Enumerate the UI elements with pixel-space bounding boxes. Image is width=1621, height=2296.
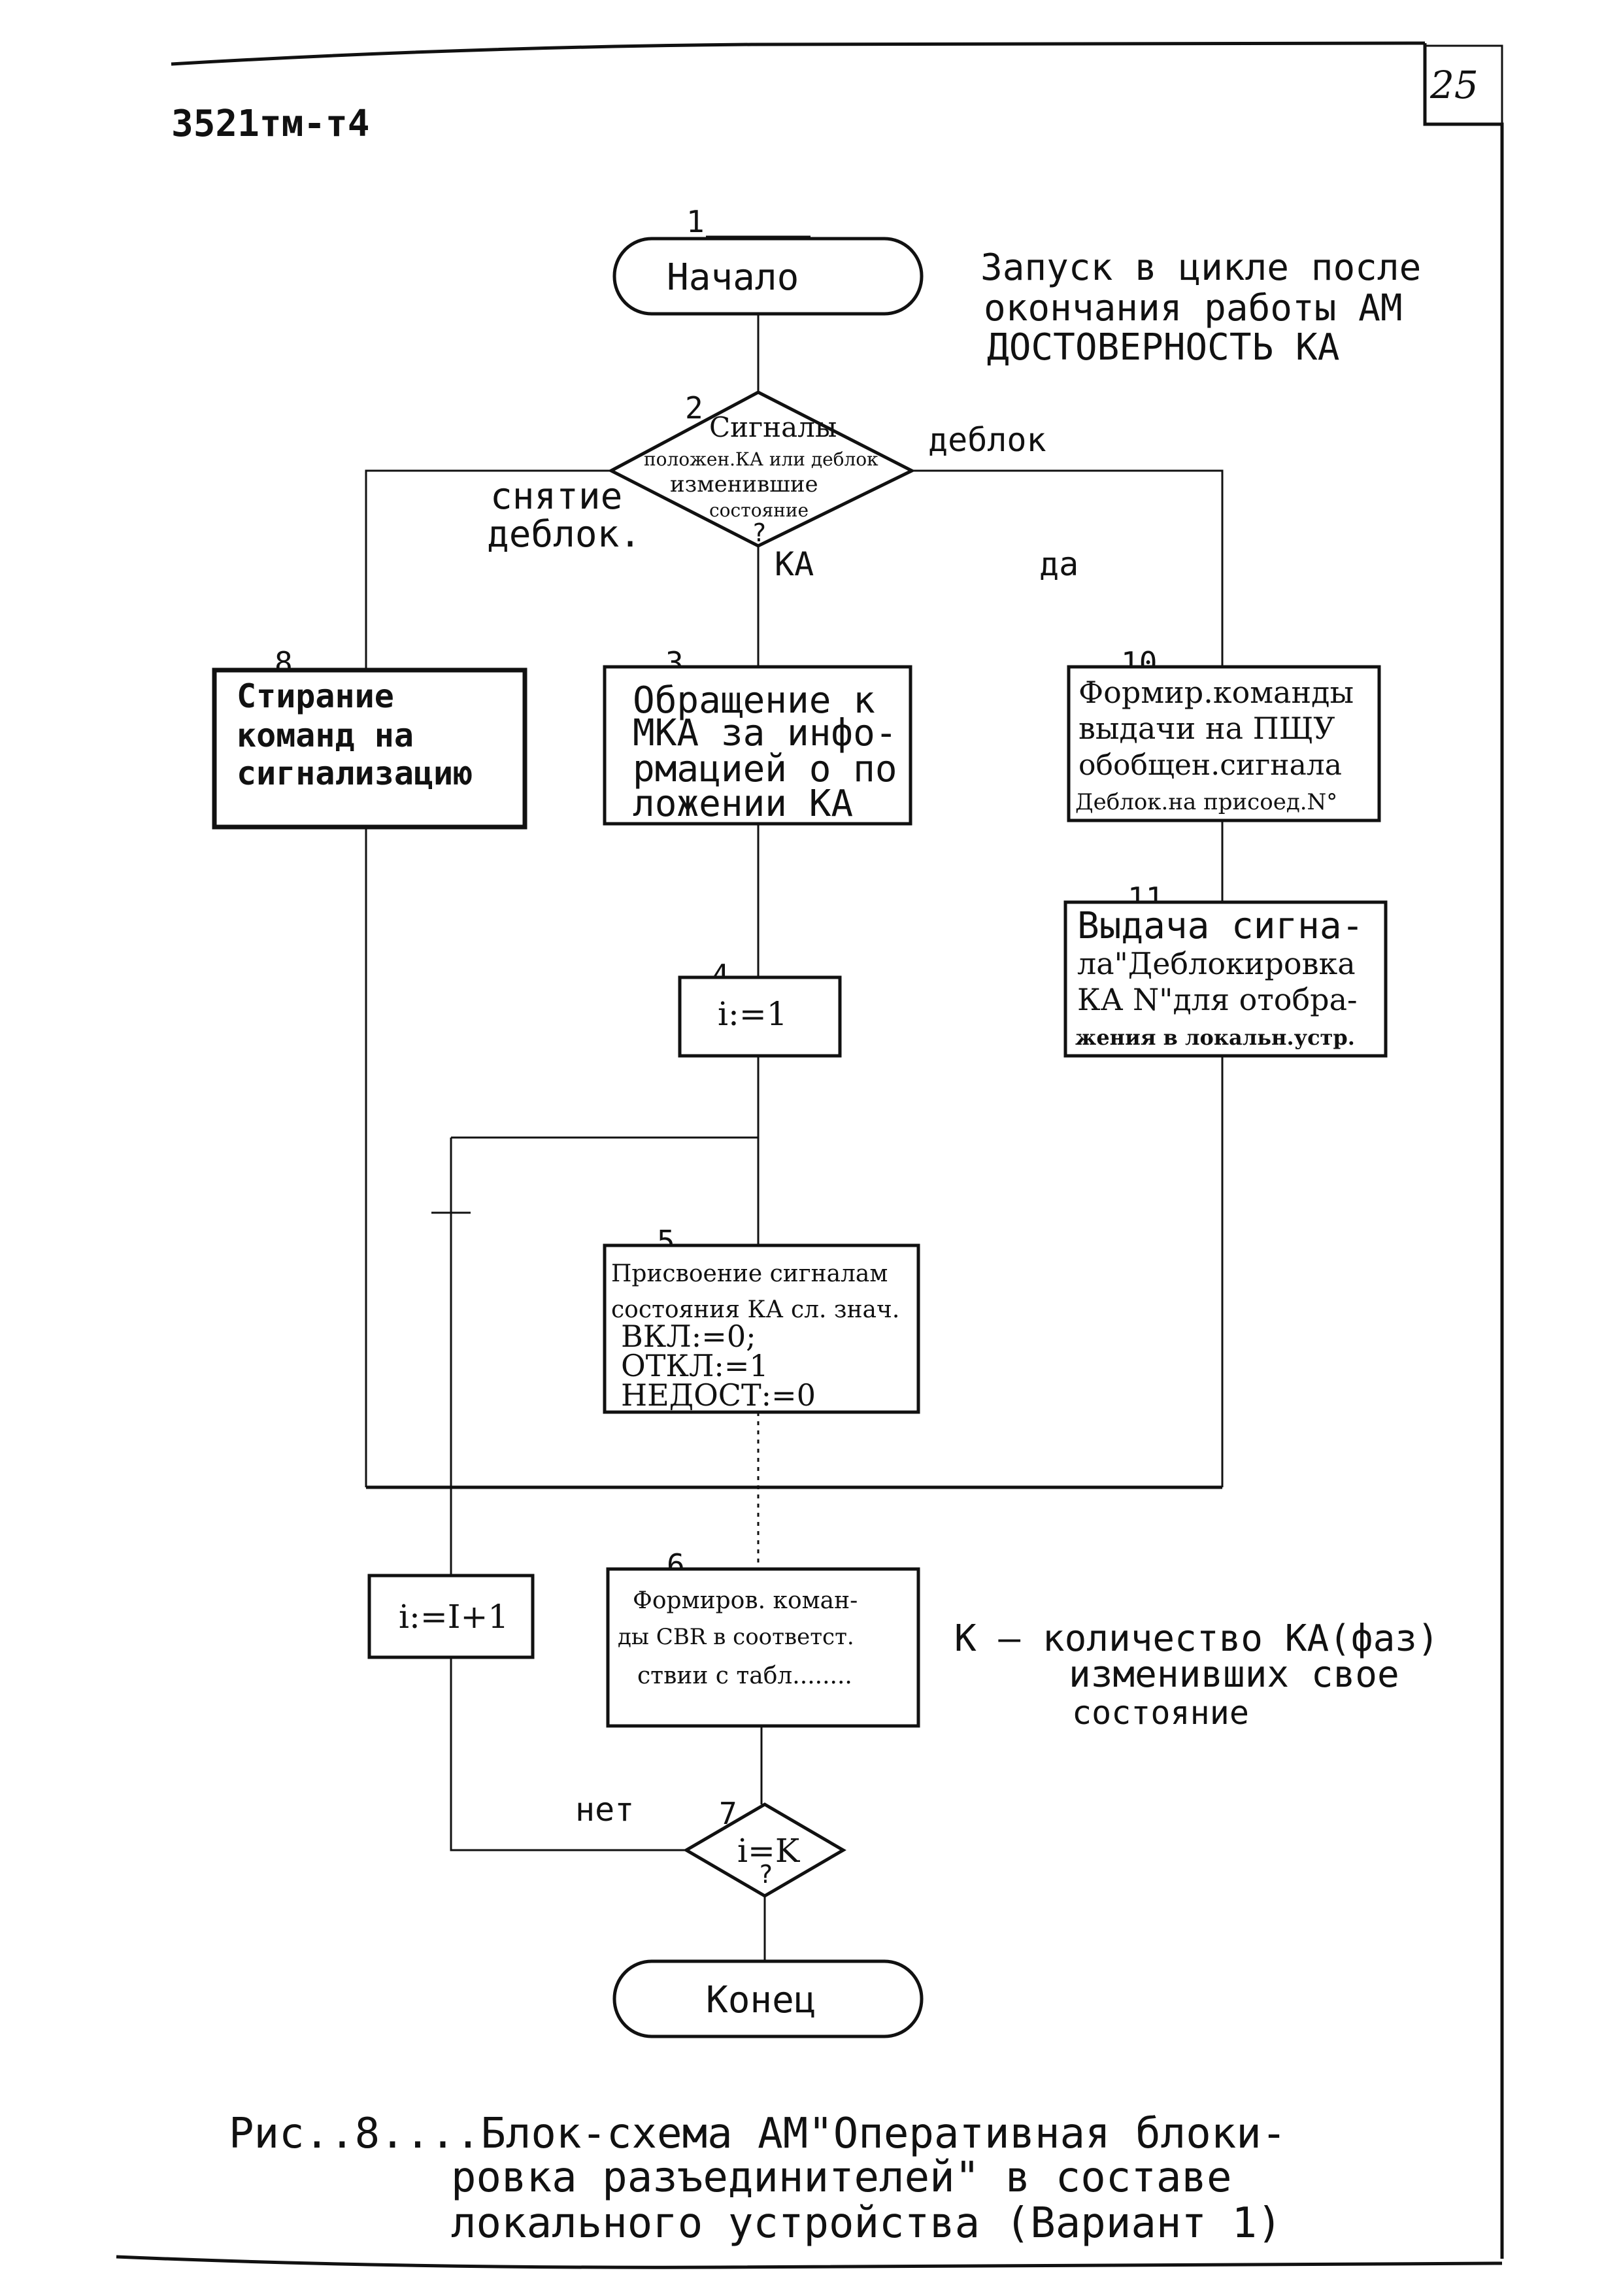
note-k-line: состояние — [1072, 1694, 1249, 1732]
block-line: i:=I+1 — [399, 1598, 509, 1636]
block-line: КА N"для отобра- — [1077, 982, 1358, 1017]
doc-code: 3521тм-т4 — [171, 103, 369, 145]
branch-label-ka: КА — [775, 545, 814, 583]
block-line: Обращение к — [633, 679, 875, 722]
block-line: i:=1 — [718, 995, 788, 1033]
block-line: ствии с табл........ — [637, 1663, 852, 1689]
caption-line: локального устройства (Вариант 1) — [451, 2199, 1282, 2248]
decision-line: состояние — [709, 499, 809, 521]
block-line: Присвоение сигналам — [611, 1260, 888, 1287]
branch-label-clear: деблок. — [487, 513, 641, 556]
block-line: выдачи на ПЩУ — [1078, 711, 1335, 746]
note-k-line: изменивших свое — [1069, 1653, 1399, 1696]
block-end: Конец — [612, 1959, 924, 2038]
note-launch: Запуск в цикле после окончания работы АМ… — [980, 246, 1421, 369]
decision-line: положен.КА или деблок — [644, 448, 878, 470]
block-line: ВКЛ:=0; — [621, 1319, 756, 1354]
block-init-counter: 4 i:=1 — [678, 958, 842, 1058]
decision-line: Сигналы — [709, 411, 837, 443]
block-line: Формир.команды — [1078, 675, 1354, 710]
note-k-line: К – количество КА(фаз) — [954, 1617, 1439, 1660]
block-line: Стирание — [237, 677, 394, 715]
block-line: ла"Деблокировка — [1077, 946, 1356, 981]
block-number: 1 — [686, 204, 705, 239]
branch-label-deblock: деблок — [928, 421, 1046, 459]
block-erase-commands: 8 Стирание команд на сигнализацию — [212, 645, 527, 830]
block-line: ложении КА — [633, 783, 853, 825]
end-label: Конец — [706, 1979, 816, 2021]
block-line: Деблок.на присоед.N° — [1075, 789, 1337, 815]
branch-label-clear: снятие — [490, 475, 622, 518]
block-increment-counter: 9 i:=I+1 — [367, 1574, 535, 1659]
note-launch-line: ДОСТОВЕРНОСТЬ КА — [987, 326, 1339, 369]
figure-caption: Рис..8....Блок-схема АМ"Оперативная блок… — [229, 2110, 1286, 2248]
caption-line: Рис..8....Блок-схема АМ"Оперативная блок… — [229, 2110, 1286, 2158]
block-request-mka: 3 Обращение к МКА за инфо- рмацией о по … — [603, 645, 912, 826]
block-line: МКА за инфо- — [633, 712, 897, 754]
note-launch-line: Запуск в цикле после — [980, 246, 1421, 289]
decision-signals-changed: 2 Сигналы положен.КА или деблок изменивш… — [607, 390, 916, 548]
branch-label-no: нет — [575, 1791, 634, 1829]
note-k-definition: К – количество КА(фаз) изменивших свое с… — [954, 1617, 1439, 1732]
block-line: команд на — [237, 717, 414, 754]
decision-line: i=K — [737, 1832, 801, 1870]
page-number: 25 — [1429, 63, 1479, 107]
branch-label-yes: да — [1039, 545, 1078, 583]
block-number: 2 — [685, 390, 703, 426]
block-number: 7 — [719, 1796, 737, 1831]
start-label: Начало — [667, 256, 799, 299]
block-line: НЕДОСТ:=0 — [621, 1377, 816, 1413]
caption-line: ровка разъединителей" в составе — [451, 2153, 1231, 2202]
block-assign-states: 5 Присвоение сигналам состояния КА сл. з… — [603, 1224, 920, 1414]
block-line: сигнализацию — [237, 754, 473, 792]
block-form-svr: 6 Формиров. коман- ды СВR в соответст. с… — [606, 1547, 920, 1728]
block-line: состояния КА сл. знач. — [611, 1296, 899, 1323]
note-launch-line: окончания работы АМ — [984, 287, 1403, 329]
connectors — [365, 314, 1224, 1987]
block-line: Выдача сигна- — [1077, 905, 1363, 947]
block-form-command: 10 Формир.команды выдачи на ПЩУ обобщен.… — [1067, 645, 1381, 822]
block-line: обобщен.сигнала — [1078, 749, 1342, 782]
decision-mark: ? — [752, 518, 767, 547]
block-line: ОТКЛ:=1 — [621, 1348, 769, 1383]
decision-line: изменившие — [670, 471, 818, 498]
block-start: 1 Начало — [612, 204, 924, 316]
decision-mark: ? — [758, 1860, 773, 1889]
block-line: рмацией о по — [633, 748, 897, 790]
block-line: жения в локальн.устр. — [1075, 1025, 1355, 1050]
block-issue-signal: 11 Выдача сигна- ла"Деблокировка КА N"дл… — [1063, 881, 1388, 1058]
block-line: Формиров. коман- — [633, 1587, 858, 1614]
block-line: ды СВR в соответст. — [618, 1624, 854, 1650]
decision-i-equals-k: 7 i=K ? — [683, 1796, 846, 1898]
page-frame — [116, 41, 1504, 2269]
